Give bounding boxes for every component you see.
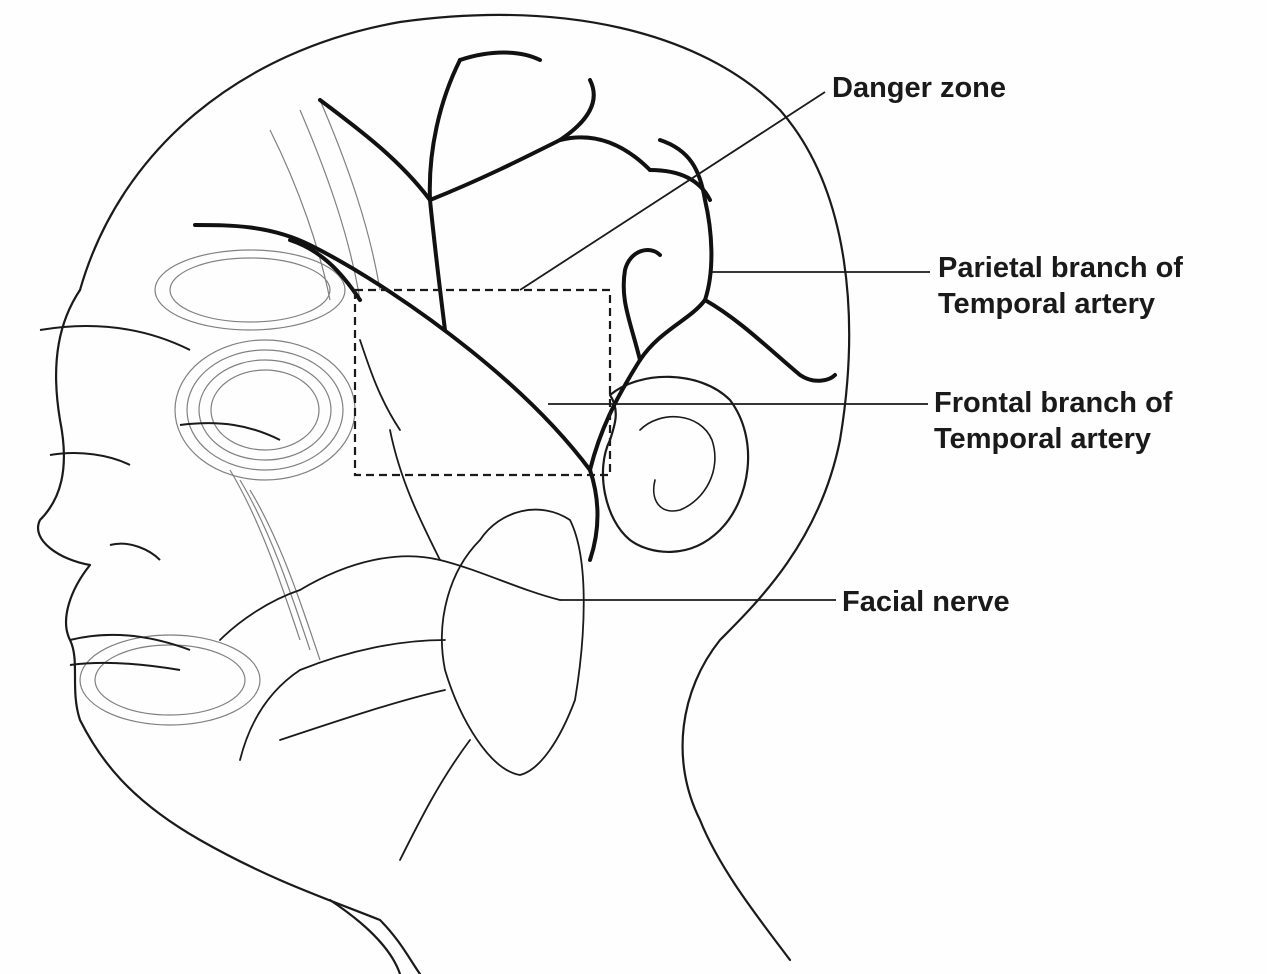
frontal-branch-label: Frontal branch of Temporal artery — [934, 385, 1172, 457]
parietal-label-line1: Parietal branch of — [938, 250, 1183, 286]
facial-nerve-label: Facial nerve — [842, 584, 1010, 620]
danger-zone-text: Danger zone — [832, 70, 1006, 106]
parietal-branch-artery — [705, 300, 835, 381]
facial-nerve-trunk — [440, 560, 560, 600]
ear — [603, 377, 748, 552]
frontal-label-line2: Temporal artery — [934, 421, 1172, 457]
facial-nerve-text: Facial nerve — [842, 584, 1010, 620]
frontal-label-line1: Frontal branch of — [934, 385, 1172, 421]
parietal-branch-label: Parietal branch of Temporal artery — [938, 250, 1183, 322]
danger-zone-label: Danger zone — [832, 70, 1006, 106]
frontal-branch-artery — [195, 225, 590, 470]
head-outline — [80, 15, 849, 960]
danger-zone-leader — [520, 92, 825, 290]
parietal-label-line2: Temporal artery — [938, 286, 1183, 322]
neck-front — [330, 900, 400, 974]
parotid-gland — [442, 510, 584, 775]
